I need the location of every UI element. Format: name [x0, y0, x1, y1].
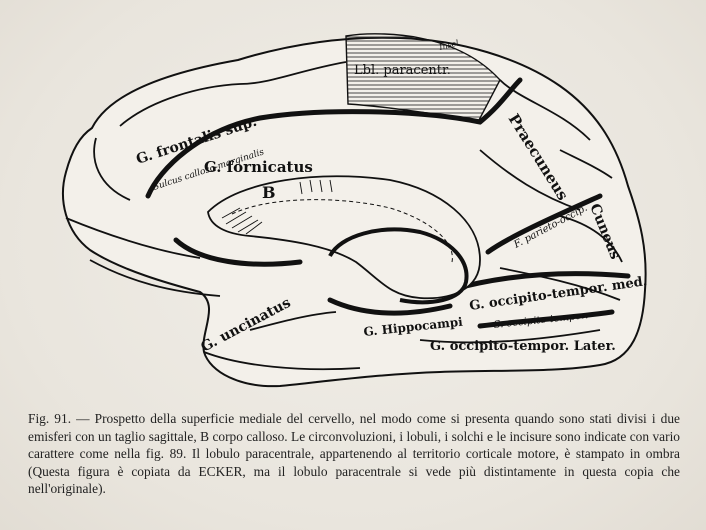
- label-fornicatus: G. fornicatus: [204, 158, 313, 176]
- label-corpus-b: B: [262, 183, 276, 202]
- caption-text: Fig. 91. — Prospetto della superficie me…: [28, 411, 680, 497]
- figure-caption: Fig. 91. — Prospetto della superficie me…: [28, 410, 680, 498]
- fornix-loop: [328, 227, 469, 305]
- brain-medial-diagram: G. frontalis sup. Sulcus calloso-margina…: [62, 33, 648, 388]
- major-sulci: [145, 77, 631, 329]
- paracentral-lobule: [345, 33, 501, 123]
- gyral-lines: [65, 61, 623, 371]
- corpus-striations: [221, 179, 333, 235]
- label-paracentral: Lbl. paracentr.: [354, 63, 451, 78]
- label-occ-temp-later: G. occipito-tempor. Later.: [430, 339, 616, 354]
- corpus-callosum: [207, 175, 481, 300]
